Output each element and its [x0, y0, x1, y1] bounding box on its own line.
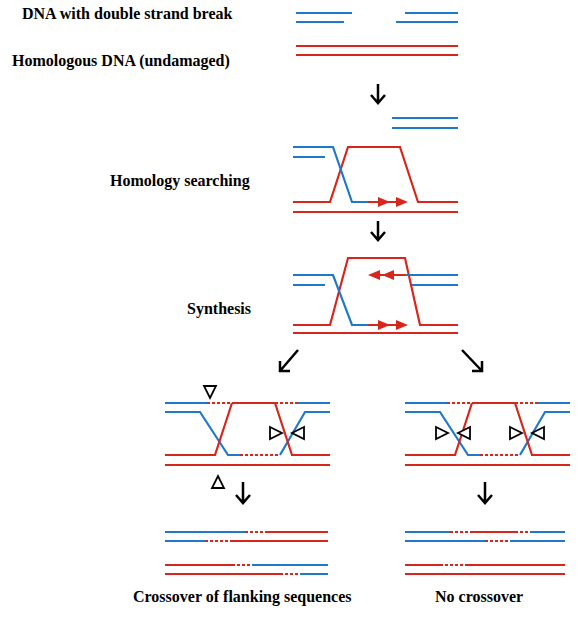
new-dna [205, 532, 300, 574]
invading-strand [293, 147, 368, 202]
step-label: DNA with double strand break [22, 5, 282, 23]
homologous-dna [165, 403, 330, 465]
step-arrow [371, 84, 385, 103]
step-arrow [236, 482, 250, 503]
homologous-dna [405, 403, 570, 465]
homologous-dna [296, 46, 458, 55]
synthesis-arrowheads [368, 197, 408, 330]
cut-marker [510, 427, 544, 439]
broken-dna-end [293, 275, 458, 325]
step-arrows [236, 84, 492, 503]
cut-marker [436, 427, 470, 439]
homologous-dna [293, 258, 458, 333]
new-dna [447, 403, 538, 455]
step-arrow [462, 350, 482, 371]
step-label: Homologous DNA (undamaged) [12, 52, 282, 70]
cut-marker [212, 476, 224, 488]
step-label: Synthesis [187, 300, 297, 318]
homologous-dna [293, 147, 458, 212]
broken-dna-end [392, 118, 458, 128]
synthesis-arrow [378, 197, 408, 207]
new-dna [440, 532, 530, 565]
synthesis-strand [368, 275, 405, 325]
step-label: Homology searching [110, 172, 290, 190]
product-dna [165, 532, 328, 574]
cut-marker [204, 386, 216, 398]
step-arrow [371, 221, 385, 240]
step-label: Crossover of flanking sequences [133, 588, 403, 606]
synthesis-arrow [378, 320, 408, 330]
product-dna [165, 532, 328, 574]
product-dna [405, 532, 565, 574]
broken-dna [165, 403, 330, 455]
product-dna [405, 532, 565, 541]
new-dna [207, 403, 298, 455]
cut-markers [204, 386, 544, 488]
step-arrow [280, 350, 298, 371]
step-arrow [478, 482, 492, 503]
broken-dna [405, 403, 570, 455]
dna-strands [165, 13, 570, 574]
broken-dna [296, 13, 458, 22]
step-label: No crossover [435, 588, 575, 606]
cut-marker [270, 427, 304, 439]
synthesis-arrow [368, 270, 394, 280]
